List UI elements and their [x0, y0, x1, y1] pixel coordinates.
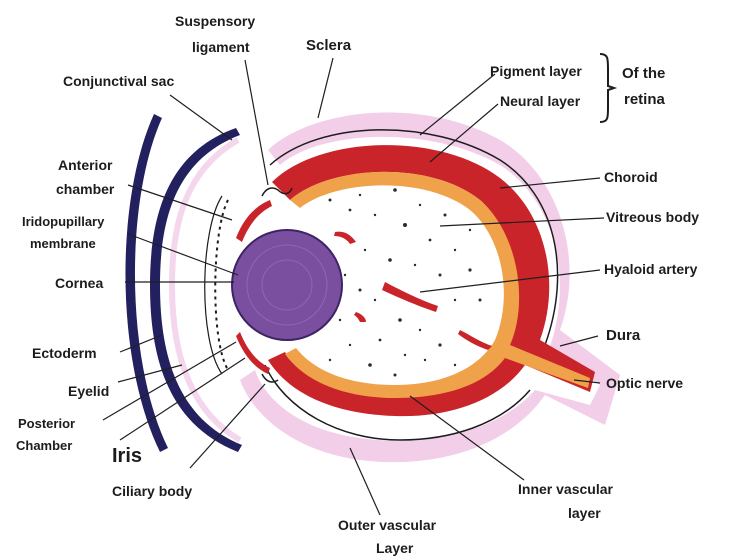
hyaloid-artery-shape	[382, 282, 438, 312]
label-ciliary-body: Ciliary body	[112, 483, 192, 499]
label-iridopupillary-2: membrane	[30, 236, 96, 251]
vitreous-vessel-2	[354, 312, 366, 322]
vitreous-vessel	[334, 232, 356, 244]
label-choroid: Choroid	[604, 169, 658, 185]
label-pigment-layer: Pigment layer	[490, 63, 582, 79]
ciliary-lower	[236, 332, 270, 374]
label-outer-vascular-2: Layer	[376, 540, 414, 556]
label-outer-vascular-1: Outer vascular	[338, 517, 437, 533]
label-sclera: Sclera	[306, 37, 352, 54]
label-iridopupillary-1: Iridopupillary	[22, 214, 105, 229]
label-dura: Dura	[606, 327, 641, 344]
label-hyaloid-artery: Hyaloid artery	[604, 261, 698, 277]
label-neural-layer: Neural layer	[500, 93, 581, 109]
label-anterior-chamber-1: Anterior	[58, 157, 113, 173]
label-posterior-chamber-2: Chamber	[16, 438, 72, 453]
lens	[232, 230, 342, 340]
label-cornea: Cornea	[55, 275, 103, 291]
label-posterior-chamber-1: Posterior	[18, 416, 75, 431]
retina-bracket	[600, 54, 614, 122]
label-conjunctival-sac: Conjunctival sac	[63, 73, 174, 89]
label-iris: Iris	[112, 445, 142, 467]
label-suspensory-ligament-1: Suspensory	[175, 13, 255, 29]
vitreous-dots	[329, 188, 482, 376]
label-inner-vascular-2: layer	[568, 505, 601, 521]
label-retina-group-1: Of the	[622, 65, 665, 82]
label-eyelid: Eyelid	[68, 383, 109, 399]
eyelid-outer	[125, 114, 168, 452]
hyaloid-branch	[458, 330, 492, 350]
label-suspensory-ligament-2: ligament	[192, 39, 250, 55]
label-anterior-chamber-2: chamber	[56, 181, 115, 197]
label-retina-group-2: retina	[624, 91, 666, 108]
label-vitreous-body: Vitreous body	[606, 209, 699, 225]
label-optic-nerve: Optic nerve	[606, 375, 683, 391]
label-inner-vascular-1: Inner vascular	[518, 481, 613, 497]
label-ectoderm: Ectoderm	[32, 345, 97, 361]
cornea-dotted	[215, 200, 228, 370]
